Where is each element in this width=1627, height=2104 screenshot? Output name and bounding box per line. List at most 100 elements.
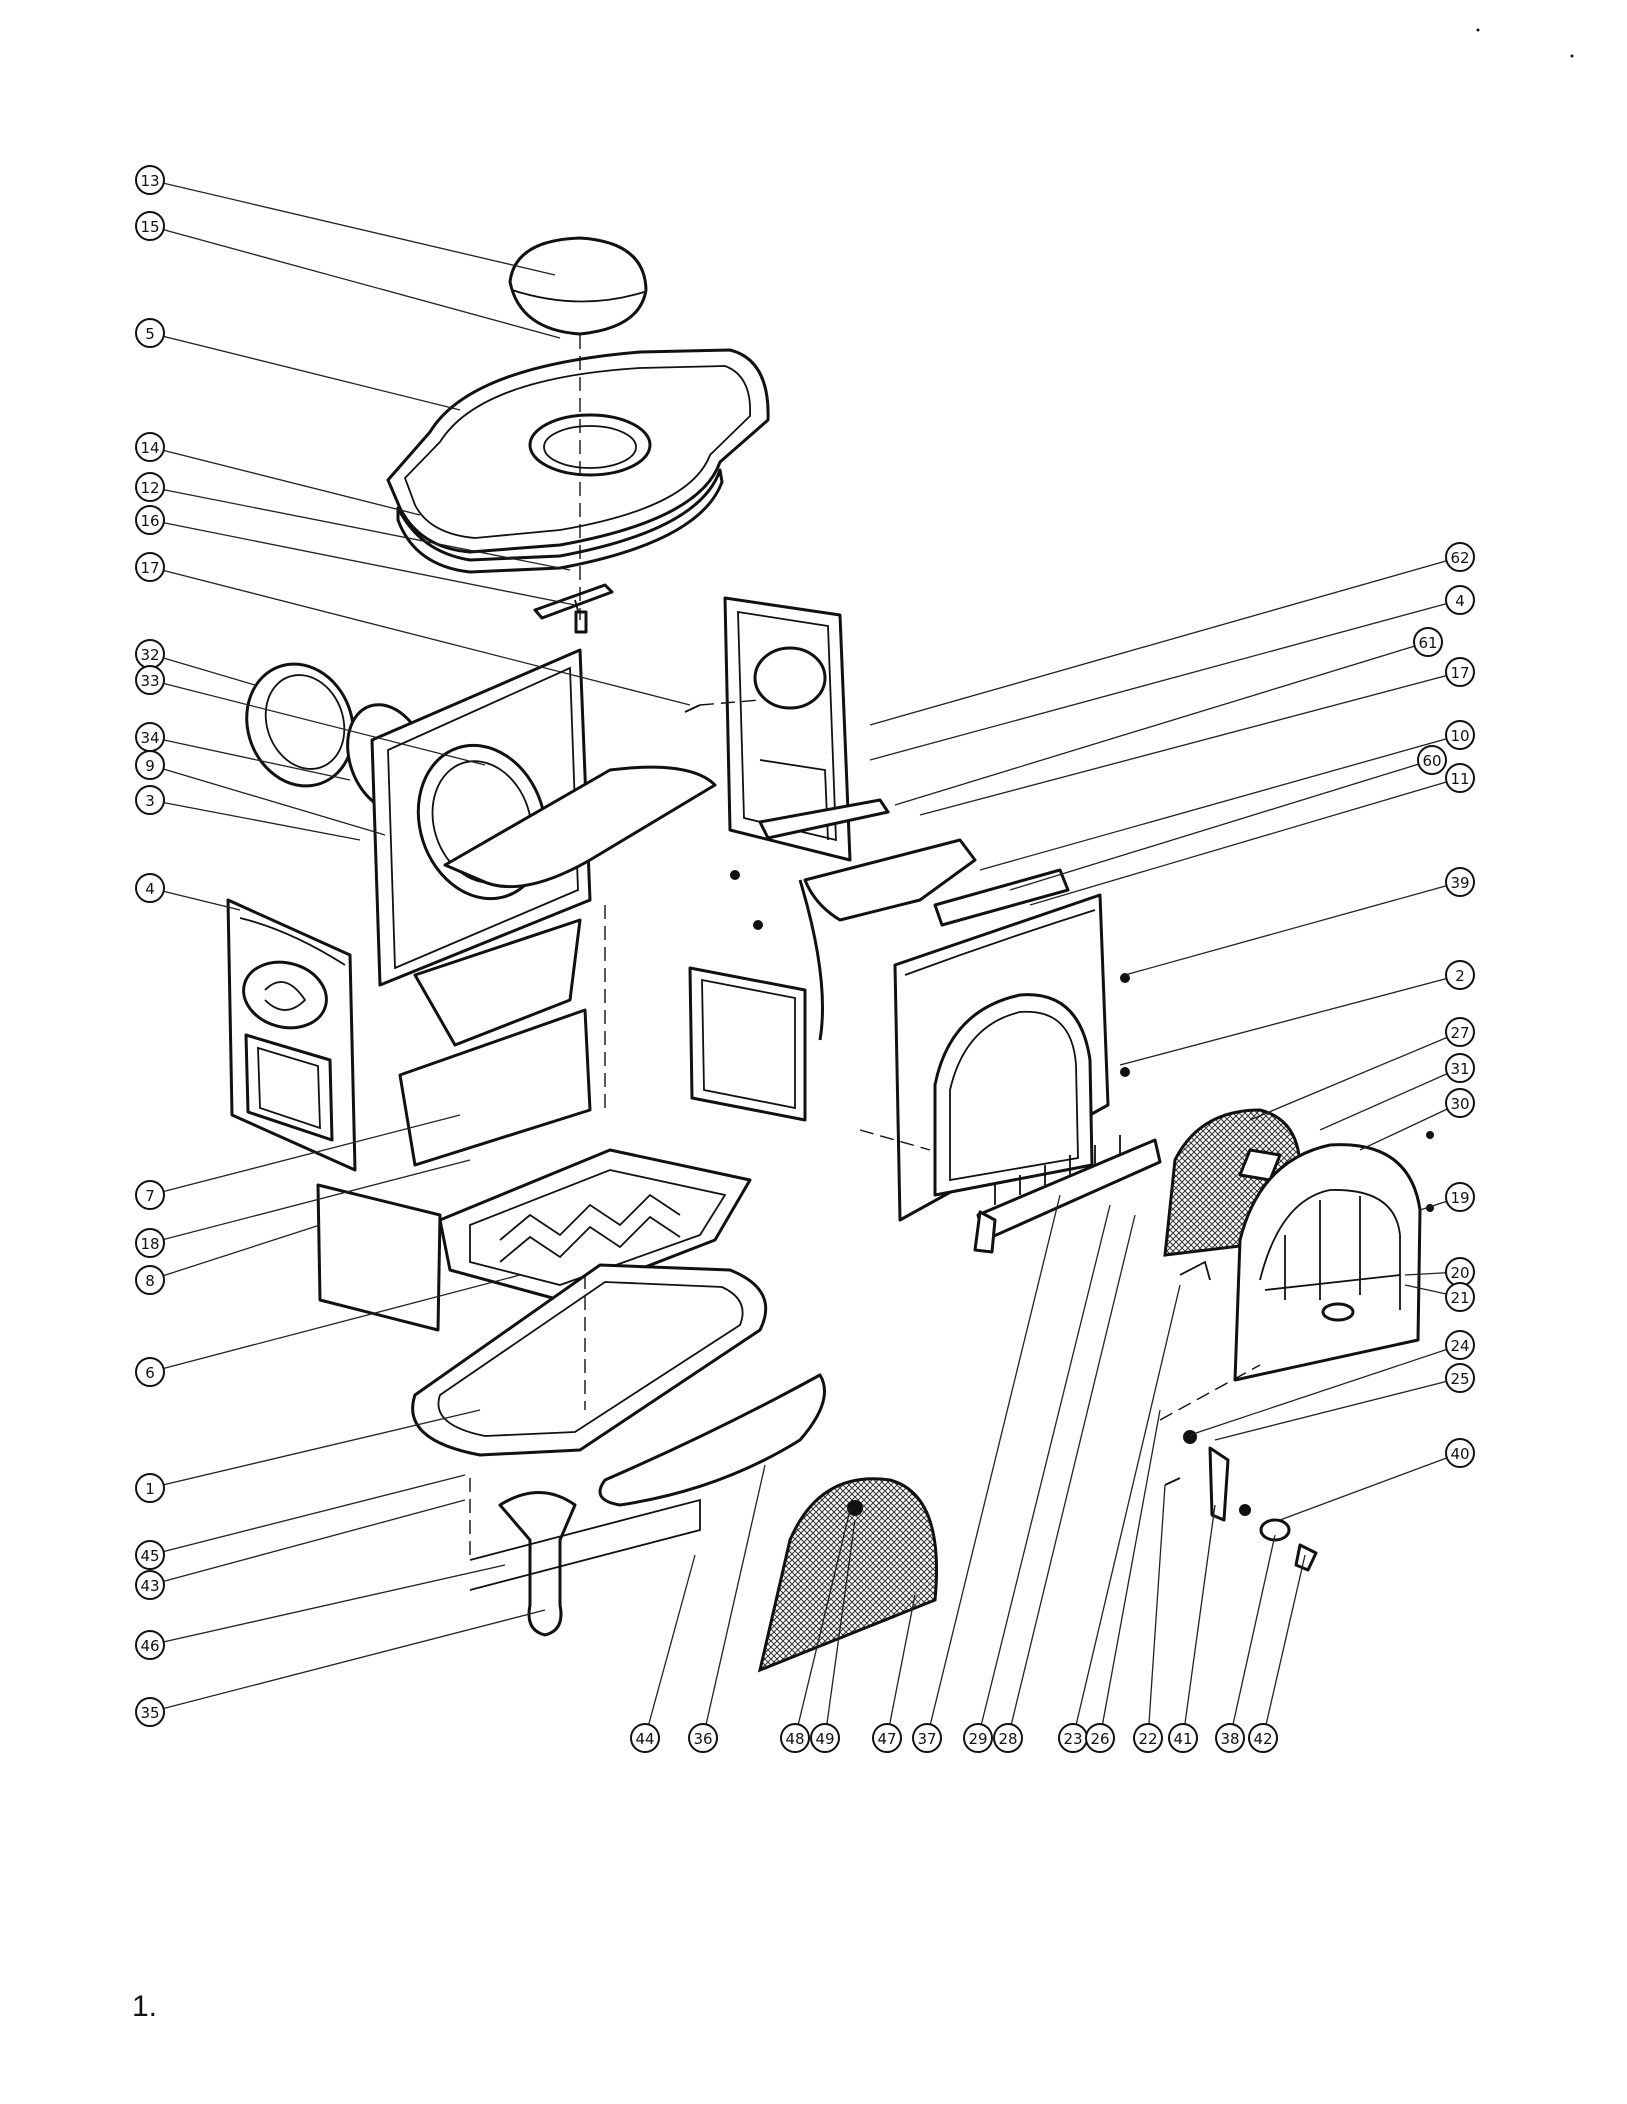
leader-line-c30 xyxy=(1360,1103,1460,1150)
part-spark-screen xyxy=(760,1479,937,1670)
leader-line-c32 xyxy=(150,654,255,685)
callout-c38: 38 xyxy=(1216,1724,1244,1752)
callout-number: 18 xyxy=(140,1235,159,1253)
callout-c28: 28 xyxy=(994,1724,1022,1752)
callout-number: 28 xyxy=(998,1730,1017,1748)
callout-number: 19 xyxy=(1450,1189,1469,1207)
callout-number: 9 xyxy=(145,757,155,775)
callout-c15: 15 xyxy=(136,212,164,240)
callout-c44: 44 xyxy=(631,1724,659,1752)
callout-number: 43 xyxy=(140,1577,159,1595)
callout-c36: 36 xyxy=(689,1724,717,1752)
leader-line-c61 xyxy=(895,642,1428,805)
callout-c10: 10 xyxy=(1446,721,1474,749)
callout-c17a: 17 xyxy=(136,553,164,581)
leader-line-c39 xyxy=(1125,882,1460,975)
callout-c62: 62 xyxy=(1446,543,1474,571)
callout-number: 31 xyxy=(1450,1060,1469,1078)
callout-number: 2 xyxy=(1455,967,1465,985)
leader-line-c3 xyxy=(150,800,360,840)
speck-mark xyxy=(1477,29,1480,32)
callout-c45: 45 xyxy=(136,1541,164,1569)
callout-number: 36 xyxy=(693,1730,712,1748)
leader-line-c8 xyxy=(150,1225,320,1280)
callout-c5: 5 xyxy=(136,319,164,347)
callout-c33: 33 xyxy=(136,666,164,694)
part-bracket xyxy=(535,585,612,632)
callout-c49: 49 xyxy=(811,1724,839,1752)
callout-c13: 13 xyxy=(136,166,164,194)
callout-c37: 37 xyxy=(913,1724,941,1752)
leader-line-c15 xyxy=(150,226,560,338)
callout-number: 38 xyxy=(1220,1730,1239,1748)
callout-c19: 19 xyxy=(1446,1183,1474,1211)
callout-number: 39 xyxy=(1450,874,1469,892)
leader-line-c22 xyxy=(1148,1485,1165,1738)
callout-number: 30 xyxy=(1450,1095,1469,1113)
page-number: 1. xyxy=(132,1990,157,2024)
leader-line-c46 xyxy=(150,1565,505,1645)
leader-line-c35 xyxy=(150,1610,545,1712)
callout-c48: 48 xyxy=(781,1724,809,1752)
callout-number: 40 xyxy=(1450,1445,1469,1463)
leader-line-c27 xyxy=(1250,1032,1460,1120)
callout-c39: 39 xyxy=(1446,868,1474,896)
callout-number: 35 xyxy=(140,1704,159,1722)
callout-c43: 43 xyxy=(136,1571,164,1599)
callout-c60: 60 xyxy=(1418,746,1446,774)
callout-c34: 34 xyxy=(136,723,164,751)
callout-c14: 14 xyxy=(136,433,164,461)
stove-parts xyxy=(228,238,1434,1670)
callout-number: 3 xyxy=(145,792,155,810)
callout-number: 27 xyxy=(1450,1024,1469,1042)
callout-number: 17 xyxy=(140,559,159,577)
leader-line-c42 xyxy=(1263,1555,1305,1738)
leader-line-c17b xyxy=(920,672,1460,815)
callout-c8: 8 xyxy=(136,1266,164,1294)
callout-c30: 30 xyxy=(1446,1089,1474,1117)
callout-number: 25 xyxy=(1450,1370,1469,1388)
callout-c22: 22 xyxy=(1134,1724,1162,1752)
leader-line-c62 xyxy=(870,557,1460,725)
callout-c40: 40 xyxy=(1446,1439,1474,1467)
callout-c9: 9 xyxy=(136,751,164,779)
callout-c6: 6 xyxy=(136,1358,164,1386)
leader-line-c5 xyxy=(150,333,460,410)
callout-number: 29 xyxy=(968,1730,987,1748)
callout-c16: 16 xyxy=(136,506,164,534)
callout-c17b: 17 xyxy=(1446,658,1474,686)
callout-c25: 25 xyxy=(1446,1364,1474,1392)
callout-number: 49 xyxy=(815,1730,834,1748)
callout-c4a: 4 xyxy=(136,874,164,902)
callout-c2: 2 xyxy=(1446,961,1474,989)
callout-number: 60 xyxy=(1422,752,1441,770)
callout-c35: 35 xyxy=(136,1698,164,1726)
callout-number: 7 xyxy=(145,1187,155,1205)
callout-number: 42 xyxy=(1253,1730,1272,1748)
callout-c31: 31 xyxy=(1446,1054,1474,1082)
callout-c61: 61 xyxy=(1414,628,1442,656)
leader-line-c28 xyxy=(1008,1215,1135,1738)
callout-number: 37 xyxy=(917,1730,936,1748)
callout-c23: 23 xyxy=(1059,1724,1087,1752)
callout-number: 1 xyxy=(145,1480,155,1498)
callout-number: 41 xyxy=(1173,1730,1192,1748)
leader-line-c13 xyxy=(150,180,555,275)
callout-c7: 7 xyxy=(136,1181,164,1209)
callout-number: 11 xyxy=(1450,770,1469,788)
leader-line-c25 xyxy=(1215,1378,1460,1440)
callout-number: 5 xyxy=(145,325,155,343)
callout-number: 8 xyxy=(145,1272,155,1290)
callout-number: 10 xyxy=(1450,727,1469,745)
callout-number: 23 xyxy=(1063,1730,1082,1748)
callout-number: 21 xyxy=(1450,1289,1469,1307)
leader-line-c36 xyxy=(703,1465,765,1738)
leader-line-c23 xyxy=(1073,1285,1180,1738)
callout-c11: 11 xyxy=(1446,764,1474,792)
callout-c12: 12 xyxy=(136,473,164,501)
callout-c18: 18 xyxy=(136,1229,164,1257)
callout-number: 32 xyxy=(140,646,159,664)
part-left-side-panel xyxy=(228,900,355,1170)
leader-line-c37 xyxy=(927,1195,1060,1738)
